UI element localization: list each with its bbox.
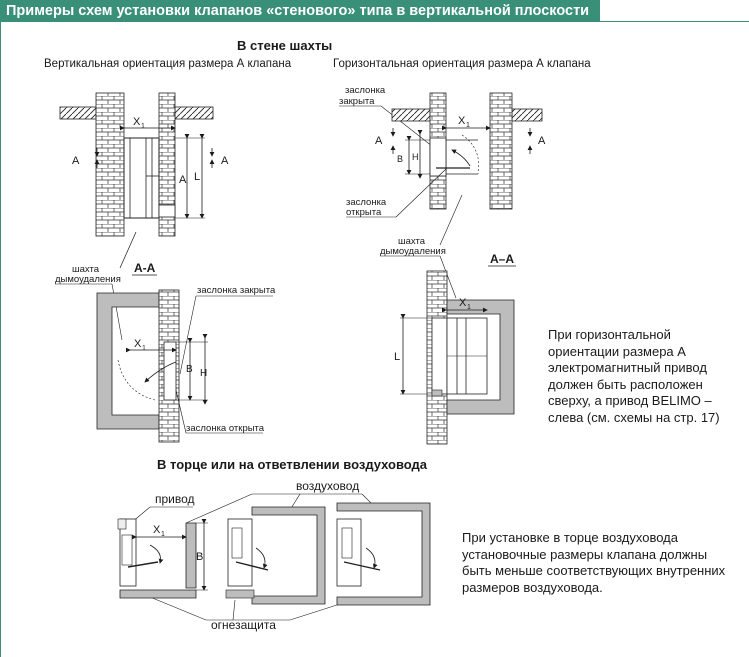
dim-x1-sub-duct: 1 (161, 531, 165, 538)
dim-x1-sub-section-right: 1 (467, 304, 471, 311)
note-duct: При установке в торце воздуховода устано… (462, 530, 725, 596)
label-closed-right-1: заслонка (345, 85, 386, 96)
label-drive: привод (155, 492, 195, 506)
dim-a-right-left: A (375, 135, 383, 147)
header-rule (600, 21, 749, 22)
note-duct-line: установочные размеры клапана должны (462, 546, 708, 562)
note-horizontal-line: слева (см. схемы на стр. 17) (548, 409, 720, 425)
dim-a-right: A (221, 155, 229, 167)
note-horizontal-line: электромагнитный привод (548, 360, 707, 375)
duct-end-drawing-2 (225, 506, 326, 605)
note-horizontal-line: сверху, а привод BELIMO – (548, 393, 712, 408)
label-shaft-right-2: дымоудаления (380, 246, 446, 257)
dim-h-section-left: H (200, 368, 207, 379)
dim-x1-left: X (133, 116, 141, 128)
label-shaft-left-1: шахта (72, 264, 100, 275)
page-title: Примеры схем установки клапанов «стеново… (6, 3, 590, 19)
dim-x1-right: X (458, 115, 466, 127)
note-horizontal-line: ориентации размера А (548, 343, 686, 359)
left-elevation-drawing (59, 92, 215, 269)
label-closed-left: заслонка закрыта (197, 285, 276, 296)
dim-a-mid: A (179, 174, 187, 186)
dim-b-duct: B (196, 551, 203, 563)
page-header: Примеры схем установки клапанов «стеново… (0, 0, 600, 22)
left-section-drawing (96, 289, 273, 443)
dim-l-left: L (194, 171, 200, 183)
dim-x1-duct: X (153, 524, 161, 536)
dim-x1-section-left: X (134, 338, 142, 350)
label-open-right-2: открыта (346, 207, 382, 218)
duct-end-drawing-3 (336, 502, 431, 606)
left-subtitle: Вертикальная ориентация размера А клапан… (44, 58, 292, 70)
label-open-right-1: заслонка (346, 197, 387, 208)
dim-a-left: A (72, 155, 80, 167)
dim-a-right-right: A (538, 135, 546, 147)
right-subtitle: Горизонтальная ориентация размера А клап… (333, 58, 591, 70)
frame-left-rule (0, 22, 1, 657)
dim-h-right: H (412, 152, 419, 162)
note-duct-line: размеров воздуховода. (462, 579, 603, 595)
dim-x1-section-right: X (459, 297, 467, 309)
duct-section-title: В торце или на ответвлении воздуховода (157, 457, 428, 472)
section-mark-left: А-А (134, 261, 156, 275)
note-duct-line: При установке в торце воздуховода (462, 530, 678, 545)
dim-x1-sub-left: 1 (141, 123, 145, 130)
section-mark-right: А–А (490, 252, 514, 266)
duct-end-drawing-1 (117, 518, 208, 599)
dim-b-right: B (397, 154, 403, 164)
label-closed-right-2: закрыта (339, 96, 375, 107)
note-duct-line: быть меньше соответствующих внутренних (462, 563, 726, 578)
right-section-drawing (400, 270, 515, 445)
note-horizontal: При горизонтальной ориентации размера А … (548, 327, 720, 426)
label-duct: воздуховод (296, 479, 359, 493)
dim-b-section-left: B (186, 364, 193, 375)
label-open-left: заслонка открыта (186, 423, 265, 434)
label-shaft-right-1: шахта (398, 236, 426, 247)
dim-x1-sub-section-left: 1 (142, 345, 146, 352)
right-elevation-drawing (390, 92, 543, 246)
shaft-section-title: В стене шахты (237, 38, 332, 53)
label-shaft-left-2: дымоудаления (55, 274, 121, 285)
dim-l-section-right: L (394, 351, 400, 363)
label-fire: огнезащита (211, 618, 276, 632)
note-horizontal-line: должен быть расположен (548, 376, 703, 392)
note-horizontal-line: При горизонтальной (548, 327, 671, 342)
dim-x1-sub-right: 1 (466, 122, 470, 129)
